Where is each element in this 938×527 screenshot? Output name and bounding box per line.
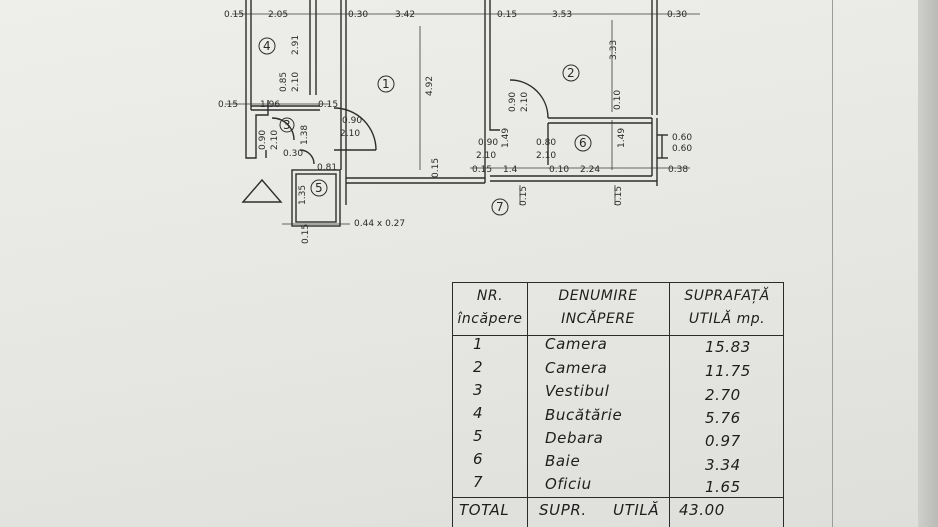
dim-right-2: 0.60	[672, 144, 692, 154]
dim-vestibul-2: 0.81	[317, 163, 337, 173]
dim-room6-door-h: 2.10	[476, 151, 496, 161]
dim-left-1: 0.15	[218, 100, 238, 110]
dim-bottom-6: 0.15	[614, 186, 624, 206]
row-5-name: Debara	[545, 429, 604, 447]
row-6-name: Baie	[545, 452, 581, 470]
row-4-nr: 4	[473, 404, 484, 422]
dim-window: 0.44 x 0.27	[354, 219, 405, 229]
dim-top-7: 0.30	[667, 10, 687, 20]
dim-right-3: 0.38	[668, 165, 688, 175]
row-3-name: Vestibul	[545, 382, 610, 400]
row-4-area: 5.76	[705, 409, 741, 427]
dim-room1-wall: 0.15	[431, 158, 441, 178]
page-fold-line	[832, 0, 833, 527]
row-5-nr: 5	[473, 427, 484, 445]
row-5-area: 0.97	[705, 432, 741, 450]
dim-room6-door-w: 0.90	[478, 138, 498, 148]
total-label: TOTAL	[459, 501, 510, 519]
dim-door3-h: 2.10	[270, 130, 280, 150]
dim-vestibul-4: 0.15	[301, 224, 311, 244]
dim-vestibul-1: 0.30	[283, 149, 303, 159]
row-2-nr: 2	[473, 358, 484, 376]
dim-left-2: 1.96	[260, 100, 280, 110]
row-7-area: 1.65	[705, 478, 741, 496]
plan-walls	[245, 0, 668, 227]
row-7-name: Oficiu	[545, 475, 592, 493]
row-6-area: 3.34	[705, 456, 741, 474]
dim-top-1: 0.15	[224, 10, 244, 20]
row-4-name: Bucătărie	[545, 406, 623, 424]
dim-room6-height: 1.49	[617, 128, 627, 148]
dim-door3-w2: 0.90	[342, 116, 362, 126]
col-divider	[527, 283, 528, 527]
room-markers	[258, 37, 592, 216]
dim-room2-door-h: 2.10	[520, 92, 530, 112]
room-label-2: 2	[567, 66, 575, 80]
dim-bottom-4: 0.10	[549, 165, 569, 175]
dim-bottom-5: 2.24	[580, 165, 600, 175]
row-3-area: 2.70	[705, 386, 741, 404]
dim-room4-height: 2.91	[291, 35, 301, 55]
area-table: NR. încăpere DENUMIRE INCĂPERE SUPRAFAȚĂ…	[452, 282, 784, 527]
dim-door3-h2: 2.10	[340, 129, 360, 139]
total-divider	[453, 497, 783, 498]
dim-top-6: 3.53	[552, 10, 572, 20]
row-1-area: 15.83	[705, 338, 751, 356]
row-7-nr: 7	[473, 473, 484, 491]
row-1-nr: 1	[473, 335, 484, 353]
dim-room2-door-w: 0.90	[508, 92, 518, 112]
dimension-lines	[225, 13, 700, 225]
dim-room6-len: 1.49	[501, 128, 511, 148]
dim-top-2: 2.05	[268, 10, 288, 20]
header-name-1: DENUMIRE	[558, 288, 638, 304]
header-nr-1: NR.	[476, 288, 504, 304]
header-area-2: UTILĂ mp.	[688, 311, 766, 327]
dim-room1-height: 4.92	[425, 76, 435, 96]
row-2-name: Camera	[545, 359, 608, 377]
dim-vestibul-3: 1.35	[298, 185, 308, 205]
room-label-5: 5	[315, 181, 323, 195]
dim-door3-w: 0.90	[258, 130, 268, 150]
header-name-2: INCĂPERE	[561, 311, 635, 327]
row-6-nr: 6	[473, 450, 484, 468]
total-label-3: UTILĂ	[613, 501, 660, 519]
row-1-name: Camera	[545, 335, 608, 353]
north-arrow-icon	[241, 178, 283, 203]
dim-top-3: 0.30	[348, 10, 368, 20]
dim-door3-len: 1.38	[300, 125, 310, 145]
total-label-2: SUPR.	[539, 501, 587, 519]
dim-right-1: 0.60	[672, 133, 692, 143]
col-divider	[669, 283, 670, 527]
total-value: 43.00	[679, 501, 725, 519]
header-divider	[453, 335, 783, 336]
dim-top-5: 0.15	[497, 10, 517, 20]
dim-room4-door-w: 0.85	[279, 72, 289, 92]
dim-room6-door-h2: 2.10	[536, 151, 556, 161]
header-nr-2: încăpere	[457, 311, 523, 327]
dim-bottom-1: 0.15	[472, 165, 492, 175]
dim-left-3: 0.15	[318, 100, 338, 110]
dim-room4-door-h: 2.10	[291, 72, 301, 92]
header-area-1: SUPRAFAȚĂ	[684, 288, 770, 304]
dim-bottom-3: 0.15	[519, 186, 529, 206]
dim-room6-door-w2: 0.80	[536, 138, 556, 148]
page-right-edge	[918, 0, 938, 527]
room-label-4: 4	[263, 39, 271, 53]
room-label-6: 6	[579, 136, 587, 150]
room-label-3: 3	[283, 118, 291, 132]
dim-room2-wall: 0.10	[613, 90, 623, 110]
dim-room2-height: 3.33	[609, 40, 619, 60]
row-3-nr: 3	[473, 381, 484, 399]
dim-top-4: 3.42	[395, 10, 415, 20]
room-label-1: 1	[382, 77, 390, 91]
room-label-7: 7	[496, 200, 504, 214]
row-2-area: 11.75	[705, 362, 751, 380]
dim-bottom-2: 1.4	[503, 165, 518, 175]
